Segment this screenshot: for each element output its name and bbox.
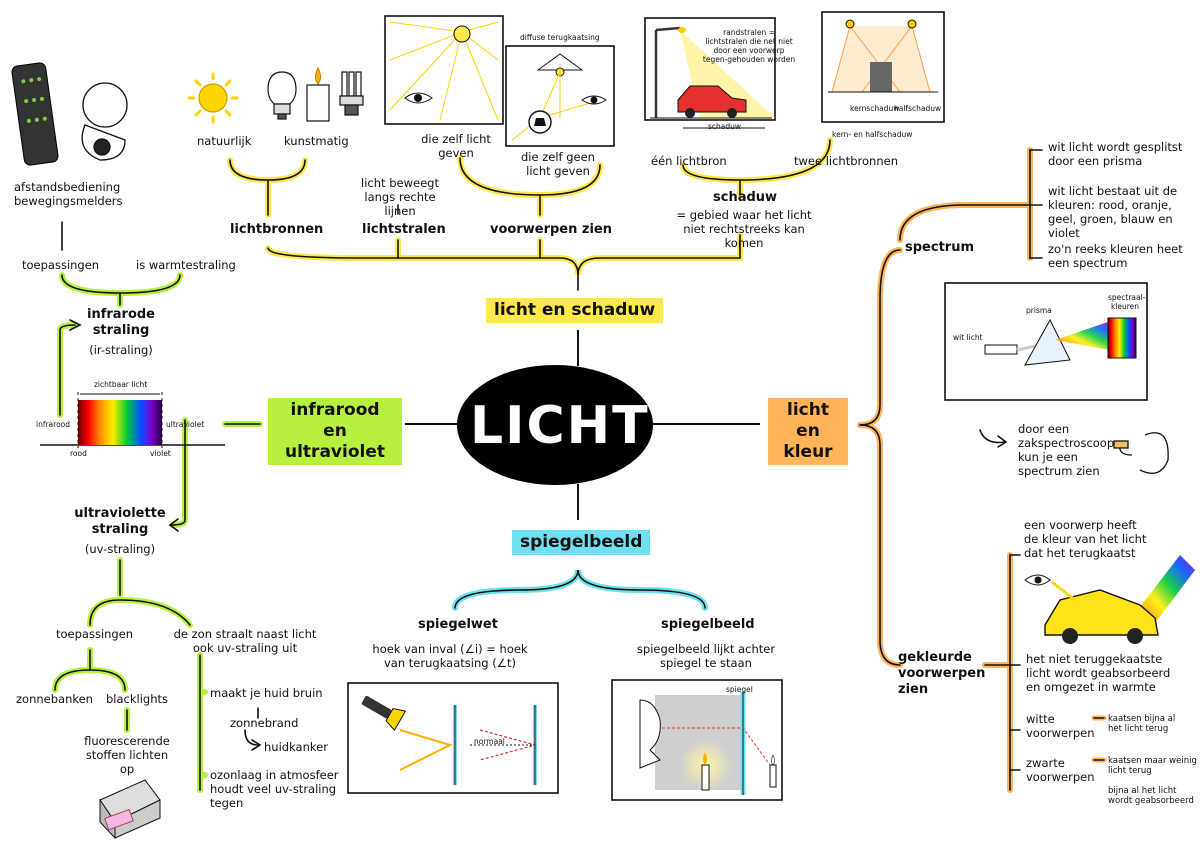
label-toepassingen-uv: toepassingen: [56, 627, 134, 641]
label-s1: wit licht wordt gesplitst door een prism…: [1048, 140, 1183, 168]
label-g2: het niet teruggekaatste licht wordt geab…: [1026, 652, 1171, 694]
label-randstralen: randstralen = lichtstralen die net niet …: [702, 28, 796, 64]
label-schaduw-arrow: schaduw: [708, 122, 742, 131]
label-s2: wit licht bestaat uit de kleuren: rood, …: [1048, 184, 1178, 240]
label-gekleurde: gekleurde voorwerpen zien: [898, 650, 986, 697]
orange-tree: [857, 147, 1107, 793]
label-ir-title: infrarode straling: [86, 307, 155, 338]
label-spectraal: spectraal-kleuren: [1108, 293, 1146, 311]
bulb-rays-panel: [384, 15, 504, 125]
label-uv-sub: (uv-straling): [84, 542, 156, 556]
label-kern-half: kern- en halfschaduw: [832, 130, 913, 139]
label-schaduw-title: schaduw: [713, 190, 778, 205]
streetlamp-shadow-panel: [644, 17, 776, 129]
label-zon: de zon straalt naast licht ook uv-strali…: [173, 627, 317, 655]
label-halfschaduw: halfschaduw: [894, 104, 942, 113]
label-geen-geven: die zelf geen licht geven: [521, 150, 595, 178]
blacklight-box-icon: [99, 779, 161, 840]
center-blob: [457, 365, 653, 485]
candle-icon: [306, 66, 330, 122]
label-spiegelwet-text: hoek van inval (∠i) = hoek van terugkaat…: [372, 642, 528, 670]
label-zakspectroscoop: door een zakspectroscoop kun je een spec…: [1018, 422, 1115, 478]
yellow-tree: [227, 137, 833, 291]
label-ozon: ozonlaag in atmosfeer houdt veel uv-stra…: [210, 768, 339, 810]
label-zwarte: zwarte voorwerpen: [1026, 756, 1095, 784]
label-een-bron: één lichtbron: [651, 154, 727, 168]
label-violet: violet: [150, 449, 171, 458]
label-spiegelbeeld-text: spiegelbeeld lijkt achter spiegel te sta…: [636, 642, 776, 670]
label-witte-text: kaatsen bijna al het licht terug: [1108, 714, 1176, 734]
label-spectrum: spectrum: [905, 240, 974, 255]
label-uv-title: ultraviolette straling: [74, 506, 166, 537]
label-zwarte-text2: bijna al het licht wordt geabsorbeerd: [1108, 786, 1194, 806]
label-ir-sub: (ir-straling): [89, 343, 153, 357]
branch-licht-schaduw: licht en schaduw: [486, 298, 664, 323]
label-g1: een voorwerp heeft de kleur van het lich…: [1024, 518, 1147, 560]
label-zonnebrand: zonnebrand: [230, 716, 299, 730]
label-huidkanker: huidkanker: [264, 740, 328, 754]
spectroscope-user-icon: [1113, 432, 1169, 474]
label-diffuse: diffuse terugkaatsing: [520, 33, 600, 42]
green-tree: [52, 221, 263, 793]
label-normaal: normaal: [474, 737, 505, 746]
motion-sensor-icon: [81, 82, 128, 161]
remote-control-icon: [11, 62, 59, 166]
label-twee-bronnen: twee lichtbronnen: [794, 154, 898, 168]
label-fluor: fluorescerende stoffen lichten op: [84, 734, 170, 776]
branch-licht-kleur: licht en kleur: [768, 398, 848, 465]
center-title: LICHT: [470, 396, 650, 456]
label-spiegel: spiegel: [726, 685, 753, 694]
mirror-image-panel: [611, 679, 783, 801]
em-spectrum-bar: [40, 392, 225, 448]
label-rood: rood: [70, 449, 87, 458]
two-lights-shadow-panel: [821, 11, 945, 123]
label-zonnebanken: zonnebanken: [16, 692, 93, 706]
label-lichtbronnen: lichtbronnen: [230, 222, 324, 237]
diffuse-reflection-panel: [505, 45, 615, 147]
label-toepassingen-ir: toepassingen: [22, 258, 100, 272]
sun-icon: [187, 72, 239, 124]
label-spiegelbeeld: spiegelbeeld: [661, 617, 755, 632]
label-zwarte-text: kaatsen maar weinig licht terug: [1108, 756, 1197, 776]
label-bruin: maakt je huid bruin: [210, 686, 323, 700]
label-witte: witte voorwerpen: [1026, 712, 1095, 740]
yellow-car-illustration: [1024, 555, 1195, 644]
label-blacklights: blacklights: [106, 692, 169, 706]
label-kernschaduw: kernschaduw: [850, 104, 900, 113]
cfl-bulb-icon: [339, 71, 364, 116]
led-bulb-icon: [267, 71, 297, 120]
label-spiegelwet: spiegelwet: [418, 617, 498, 632]
label-warmte: is warmtestraling: [136, 258, 236, 272]
label-wit-licht: wit licht: [953, 333, 983, 342]
label-voorwerpen-zien: voorwerpen zien: [490, 222, 612, 237]
label-zelf-geven: die zelf licht geven: [421, 132, 491, 160]
prism-panel: [944, 282, 1148, 401]
label-infrarood: infrarood: [36, 420, 71, 429]
label-beweegt: licht beweegt langs rechte lijnen: [361, 176, 439, 218]
label-s3: zo'n reeks kleuren heet een spectrum: [1048, 242, 1183, 270]
label-schaduw-def: = gebied waar het licht niet rechtstreek…: [676, 208, 812, 250]
label-natuurlijk: natuurlijk: [197, 134, 252, 148]
label-zichtbaar: zichtbaar licht: [94, 380, 148, 389]
reflection-law-panel: [347, 682, 559, 794]
label-prisma: prisma: [1026, 306, 1052, 315]
label-ultraviolet: ultraviolet: [166, 420, 205, 429]
branch-spiegelbeeld: spiegelbeeld: [512, 530, 651, 555]
center-spokes: [405, 330, 760, 520]
label-kunstmatig: kunstmatig: [284, 134, 349, 148]
label-lichtstralen: lichtstralen: [362, 222, 446, 237]
cyan-tree: [452, 569, 708, 611]
label-afstand: afstandsbediening bewegingsmelders: [14, 180, 123, 208]
branch-infrarood-uv: infrarood en ultraviolet: [268, 398, 402, 465]
